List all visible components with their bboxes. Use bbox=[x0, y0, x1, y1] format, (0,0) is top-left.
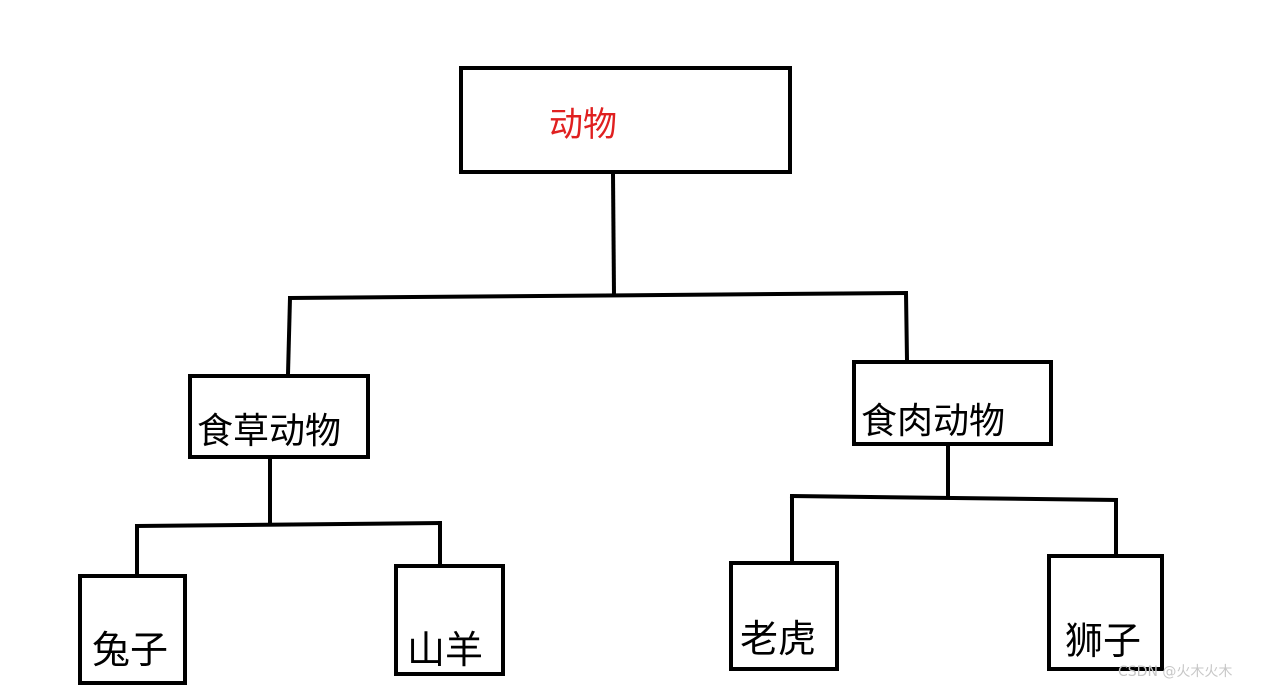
connector-carnivore-bar bbox=[789, 493, 1119, 503]
node-carnivore: 食肉动物 bbox=[852, 360, 1053, 446]
connector-root-trunk bbox=[610, 171, 617, 298]
node-tiger: 老虎 bbox=[729, 561, 839, 671]
connector-to-carnivore bbox=[903, 290, 910, 363]
node-goat: 山羊 bbox=[394, 564, 505, 676]
connector-to-herbivore bbox=[285, 295, 293, 377]
node-herbivore-label: 食草动物 bbox=[197, 411, 342, 452]
node-goat-label: 山羊 bbox=[407, 628, 484, 672]
node-animal: 动物 bbox=[459, 66, 792, 174]
node-rabbit-label: 兔子 bbox=[92, 628, 169, 672]
connector-herbivore-bar bbox=[134, 520, 443, 529]
node-herbivore: 食草动物 bbox=[188, 374, 370, 459]
node-lion-label: 狮子 bbox=[1065, 619, 1142, 663]
node-animal-label: 动物 bbox=[549, 105, 617, 145]
node-tiger-label: 老虎 bbox=[740, 617, 817, 661]
node-lion: 狮子 bbox=[1047, 554, 1164, 671]
node-rabbit: 兔子 bbox=[78, 574, 187, 685]
connector-level1-bar bbox=[287, 290, 909, 301]
node-carnivore-label: 食肉动物 bbox=[861, 401, 1006, 442]
watermark: CSDN @火木火木 bbox=[1118, 664, 1233, 680]
